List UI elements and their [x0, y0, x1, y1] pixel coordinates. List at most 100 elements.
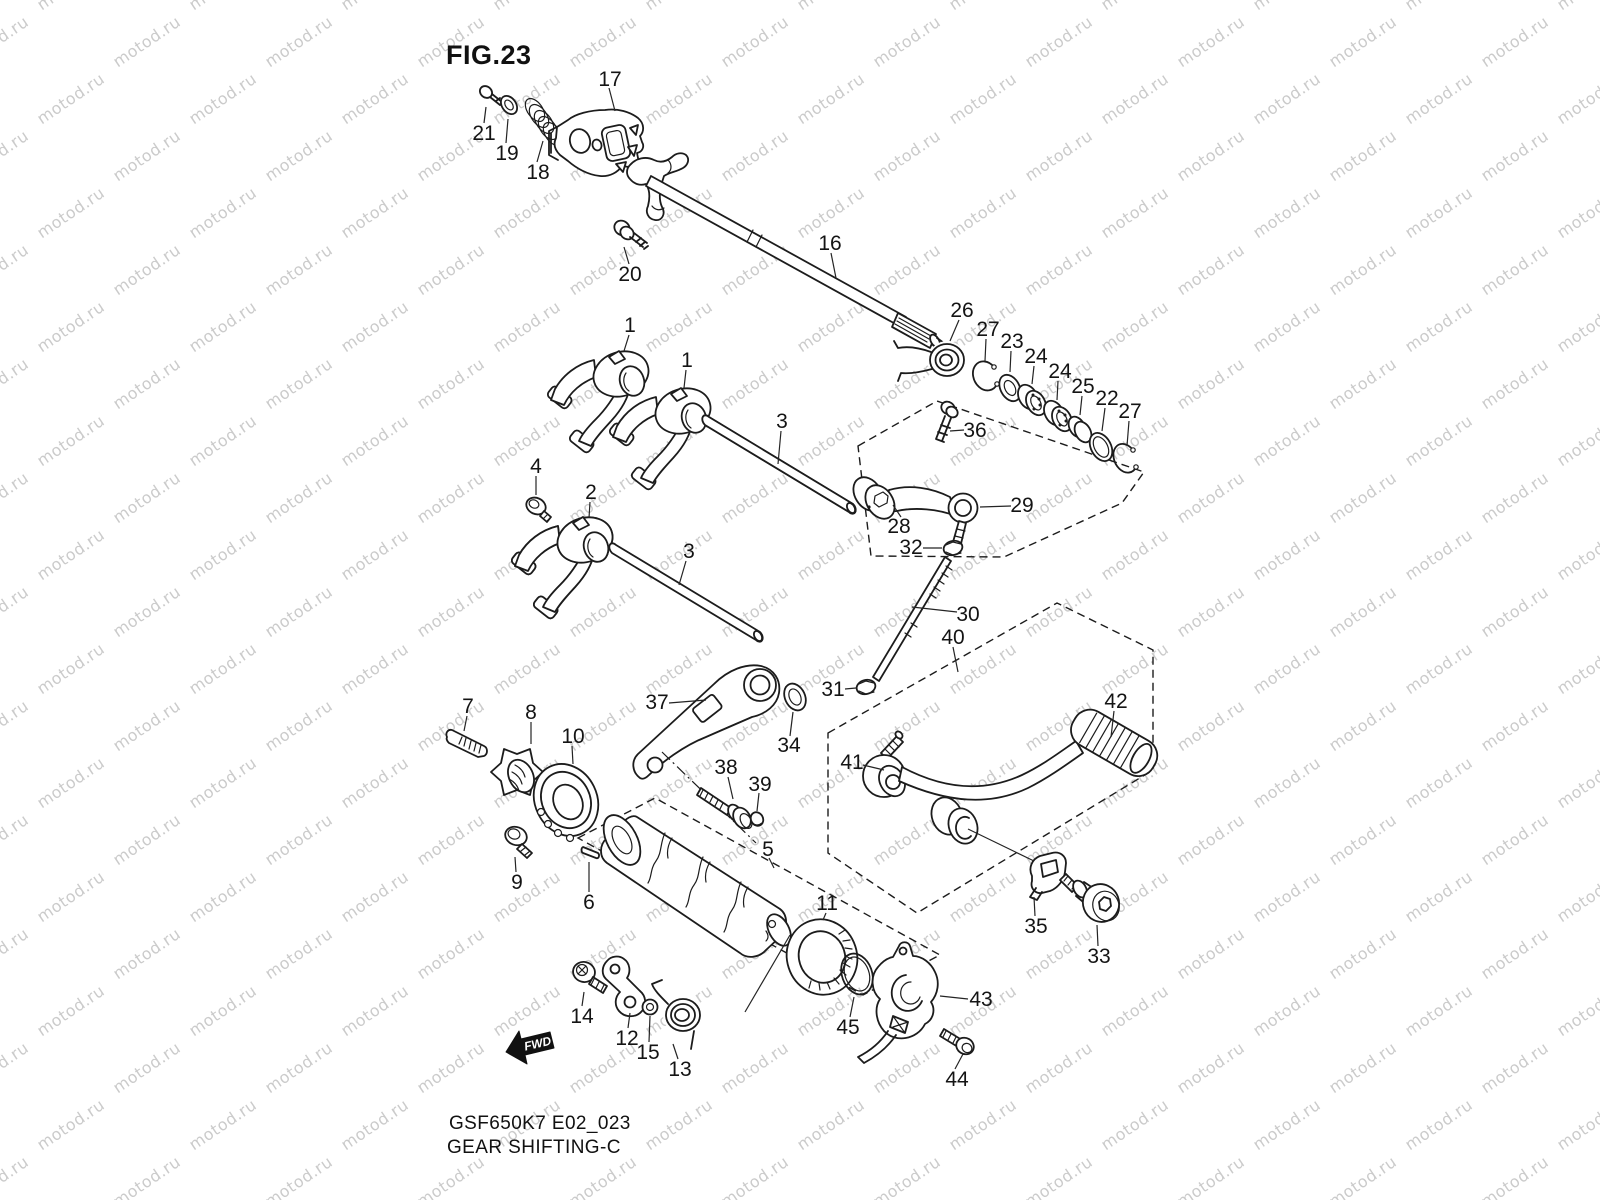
part-24-bearing: [1043, 399, 1073, 433]
leader-line-16: [830, 252, 837, 279]
leader-line-5: [768, 857, 775, 869]
leader-line-1: [683, 369, 687, 389]
part-4-screw: [525, 496, 552, 523]
part-27-circlip: [1112, 443, 1139, 474]
part-label-6: 6: [583, 891, 595, 914]
part-45-o-ring: [840, 952, 874, 996]
part-32-nut: [942, 539, 964, 557]
leader-line-40: [952, 646, 959, 673]
part-label-28: 28: [887, 515, 910, 538]
leader-line-25: [1079, 395, 1083, 416]
part-label-27: 27: [976, 318, 999, 341]
part-31-nut: [855, 678, 877, 696]
part-label-37: 37: [645, 691, 668, 714]
leader-line-9: [514, 856, 517, 873]
part-19-washer: [499, 94, 519, 116]
part-label-2: 2: [585, 481, 597, 504]
part-38-bolt: [696, 787, 753, 830]
part-39-pin: [749, 811, 765, 827]
part-21-bolt: [478, 85, 504, 106]
part-label-18: 18: [526, 161, 549, 184]
part-6-pin: [580, 846, 600, 860]
leader-line-13: [672, 1043, 679, 1060]
part-28-shift-arm: [852, 476, 957, 520]
part-label-4: 4: [530, 455, 542, 478]
part-7-pin: [445, 728, 488, 758]
leader-line-11: [822, 912, 827, 921]
leader-line-19: [505, 118, 509, 144]
leader-line-21: [483, 106, 487, 124]
part-label-15: 15: [636, 1041, 659, 1064]
leader-line-12: [627, 1012, 631, 1029]
footer-model-code: GSF650K7 E02_023: [449, 1113, 631, 1134]
part-label-13: 13: [668, 1058, 691, 1081]
leader-line-14: [581, 991, 585, 1007]
part-label-30: 30: [956, 603, 979, 626]
leader-line-3: [777, 430, 782, 465]
figure-title: FIG.23: [446, 40, 532, 70]
leader-line-37: [668, 699, 707, 704]
part-41-gearshift-lever: [862, 730, 1084, 845]
part-14-bolt: [572, 961, 608, 994]
leader-line-34: [789, 711, 794, 737]
part-17-stopper-plate: [548, 108, 645, 178]
leader-line-26: [949, 319, 960, 342]
part-label-14: 14: [570, 1005, 594, 1028]
leader-line-20: [623, 246, 630, 265]
part-25-spacer: [1067, 415, 1093, 444]
leader-line-10: [571, 745, 574, 765]
leader-line-2: [588, 501, 591, 519]
part-16-gearshift-shaft: [645, 175, 945, 351]
leader-line-24: [1056, 380, 1059, 401]
part-label-20: 20: [618, 263, 641, 286]
leader-line-31: [844, 687, 857, 690]
part-label-3: 3: [776, 410, 788, 433]
part-label-1: 1: [681, 349, 693, 372]
part-36-bolt: [935, 400, 959, 443]
leader-line-28: [892, 504, 902, 518]
fwd-arrow-label: FWD: [523, 1034, 553, 1054]
part-label-32: 32: [899, 536, 922, 559]
leader-line-39: [756, 792, 760, 812]
leader-line-35: [1033, 896, 1036, 917]
leader-line-27: [1126, 420, 1130, 447]
part-label-29: 29: [1010, 494, 1033, 517]
part-label-33: 33: [1087, 945, 1110, 968]
part-42-pedal-rubber: [1070, 708, 1159, 777]
part-label-24: 24: [1024, 345, 1048, 368]
part-label-16: 16: [818, 232, 841, 255]
part-35-clamp: [1029, 851, 1067, 901]
leader-line-44: [954, 1053, 964, 1070]
leader-line-24: [1031, 365, 1035, 385]
part-30-rod: [872, 556, 953, 682]
leader-line-23: [1009, 350, 1012, 373]
part-9-bolt: [504, 825, 533, 859]
leader-line-41: [862, 764, 885, 771]
leader-line-38: [727, 776, 734, 800]
leader-line-1: [623, 334, 630, 352]
pivot-to-clamp-line: [967, 828, 1035, 862]
part-1-shift-fork: [545, 343, 656, 455]
part-10-bearing: [532, 763, 600, 843]
part-13-spring: [651, 979, 703, 1050]
part-label-31: 31: [821, 678, 844, 701]
part-43-gear-position-switch: [857, 941, 939, 1064]
leader-line-27: [984, 338, 987, 362]
part-label-21: 21: [472, 122, 495, 145]
part-label-40: 40: [941, 626, 964, 649]
leader-line-30: [911, 606, 958, 613]
leader-line-42: [1110, 710, 1115, 738]
part-label-12: 12: [615, 1027, 638, 1050]
part-label-26: 26: [950, 299, 973, 322]
leader-line-43: [939, 995, 969, 1000]
leader-line-15: [648, 1015, 651, 1043]
leader-lines: [463, 87, 1130, 1070]
part-label-10: 10: [561, 725, 584, 748]
assembly-box-pedal: [827, 602, 1154, 914]
part-label-44: 44: [945, 1068, 969, 1091]
part-8-cam-stopper: [490, 748, 544, 796]
bearing-position-line: [744, 934, 791, 1013]
part-label-34: 34: [777, 734, 801, 757]
